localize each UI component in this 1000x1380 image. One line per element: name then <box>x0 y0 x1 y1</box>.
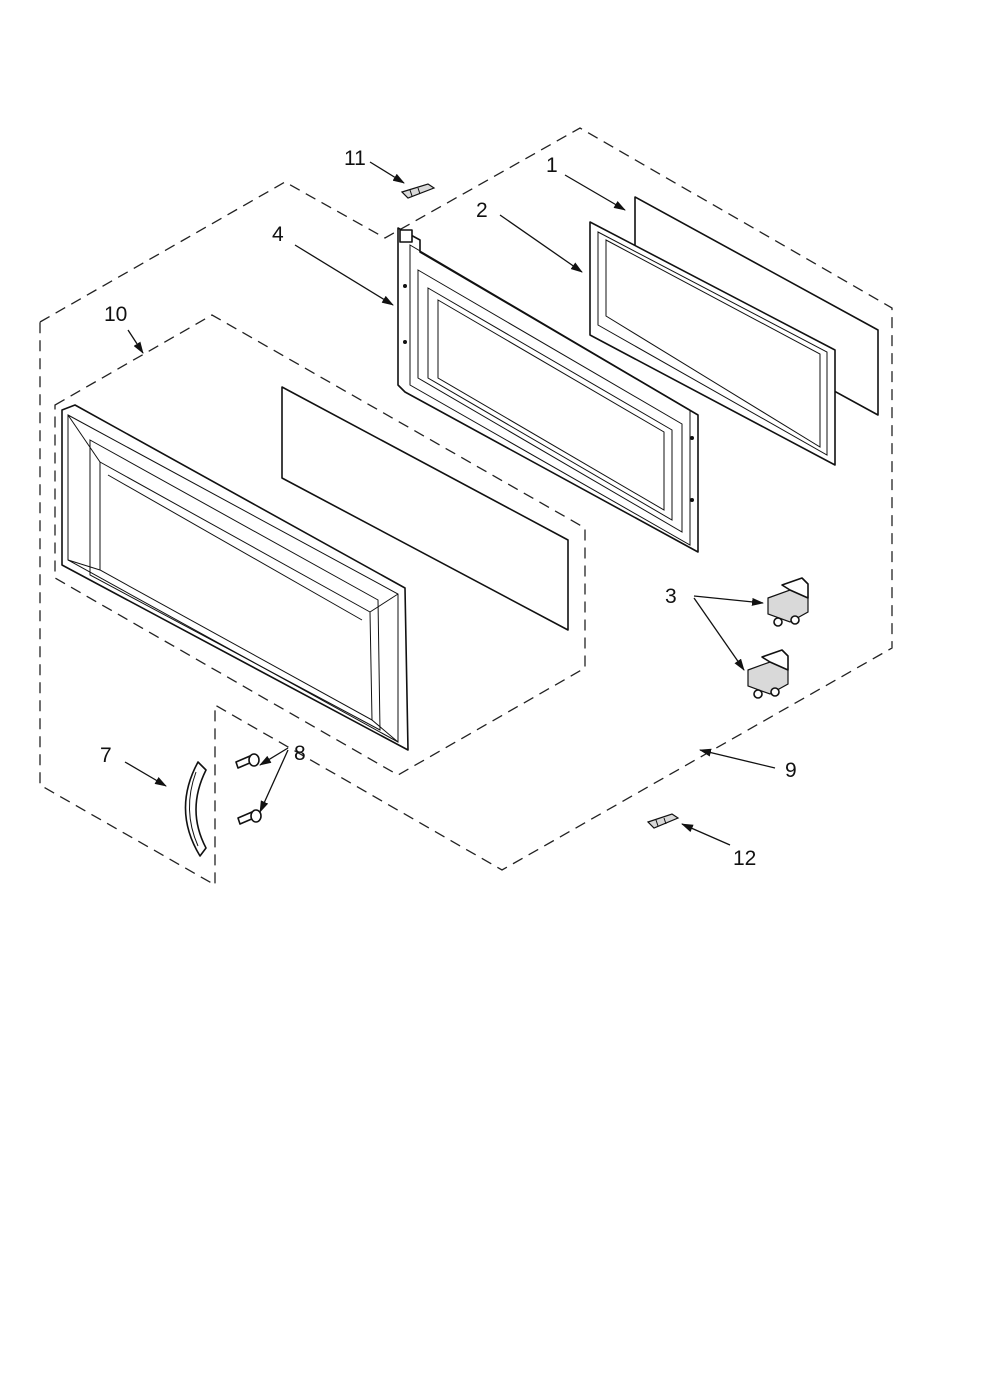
callout-12: 12 <box>733 847 756 870</box>
door-front-frame <box>61 404 409 751</box>
leader-9 <box>699 748 776 769</box>
callout-7: 7 <box>100 744 112 767</box>
leader-3a <box>693 595 764 606</box>
callout-9: 9 <box>785 759 797 782</box>
part-7-handle <box>184 761 207 857</box>
callout-10: 10 <box>104 303 127 326</box>
assembly-9-boundary <box>39 127 893 887</box>
part-11-clip <box>400 183 436 199</box>
assembly-10-boundary <box>54 314 586 776</box>
leader-8b <box>259 749 289 813</box>
leader-2 <box>499 214 583 273</box>
part-4-inner-door-frame <box>397 227 699 553</box>
part-8-screw-lower <box>237 809 262 825</box>
callout-4: 4 <box>272 223 284 246</box>
leader-11 <box>369 161 405 184</box>
leader-1 <box>564 174 626 211</box>
part-3-latch-lower <box>747 649 789 699</box>
part-3-latch-upper <box>767 577 809 627</box>
callout-1: 1 <box>546 154 558 177</box>
leader-4 <box>294 244 394 306</box>
part-12-clip <box>646 813 680 829</box>
part-2-choke-frame <box>589 221 836 466</box>
part-8-screw-upper <box>235 753 260 769</box>
leader-12 <box>681 823 731 846</box>
leader-8a <box>259 747 289 766</box>
leader-3b <box>693 597 745 671</box>
callout-3: 3 <box>665 585 677 608</box>
leader-7 <box>124 761 167 787</box>
inner-window-glass <box>281 386 569 631</box>
callout-2: 2 <box>476 199 488 222</box>
callout-11: 11 <box>344 147 366 170</box>
leader-10 <box>127 329 144 354</box>
callout-8: 8 <box>294 742 306 765</box>
